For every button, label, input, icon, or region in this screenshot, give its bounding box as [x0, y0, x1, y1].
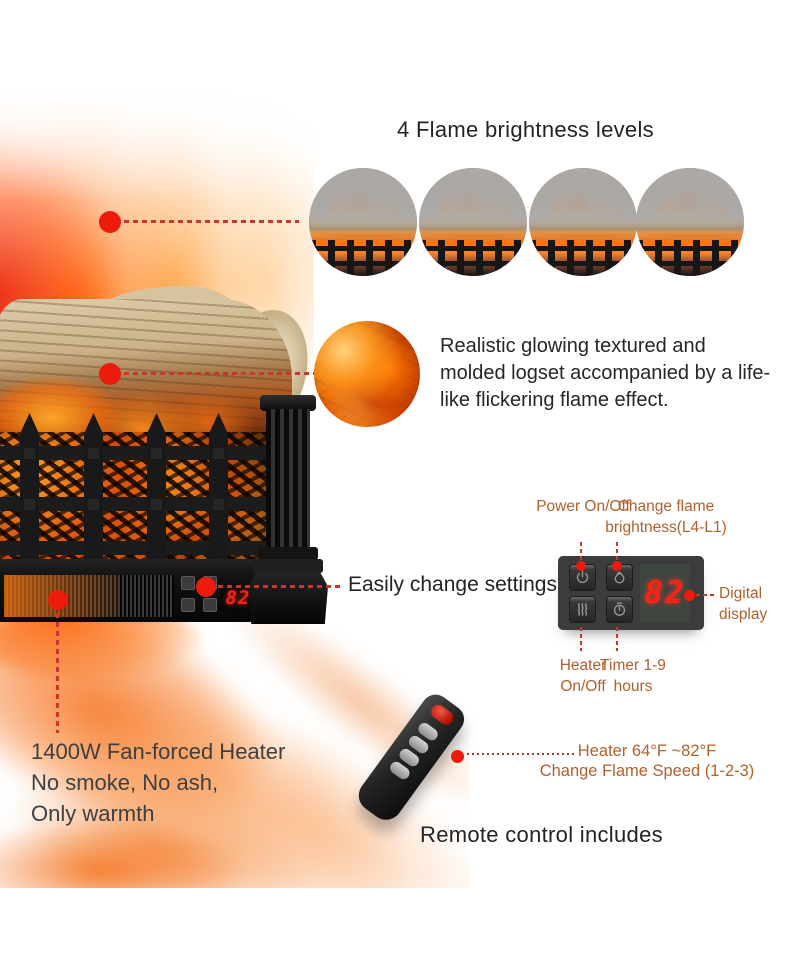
fence	[309, 240, 417, 276]
callout-dot-log	[99, 363, 121, 385]
grate-picket	[20, 413, 39, 561]
callout-line-settings	[218, 585, 344, 588]
grate-stud	[24, 448, 35, 459]
pedestal-foot	[248, 572, 328, 624]
label-display: Digital display	[719, 585, 768, 623]
led-value: 82	[225, 586, 251, 609]
fence	[529, 240, 637, 276]
diagram-line	[580, 542, 582, 562]
power-button	[181, 576, 195, 590]
power-icon	[576, 570, 589, 584]
fence	[636, 240, 744, 276]
diagram-line-display	[696, 594, 716, 596]
timer-button	[606, 596, 633, 623]
grate-stud	[24, 499, 35, 510]
timer-icon	[613, 602, 626, 616]
label-power: Power On/Off	[536, 498, 630, 515]
grate-stud	[213, 499, 224, 510]
logset-description: Realistic glowing textured and molded lo…	[440, 335, 771, 411]
log-body	[0, 299, 292, 451]
veil	[309, 168, 417, 242]
heater-button	[181, 598, 195, 612]
heater-feature-text: 1400W Fan-forced Heater No smoke, No ash…	[31, 736, 285, 829]
pedestal-cap	[260, 395, 316, 411]
callout-dot-settings	[196, 577, 216, 597]
grate-stud	[151, 448, 162, 459]
fence	[419, 240, 527, 276]
grate-rail	[0, 446, 268, 460]
grate-stud	[88, 499, 99, 510]
veil	[529, 168, 637, 242]
grate-picket	[209, 413, 228, 561]
flame-level-circle-l3	[419, 168, 527, 276]
flame-level-circle-l2	[529, 168, 637, 276]
heater-line-2: No smoke, No ash,	[31, 770, 219, 795]
heater-line-1: 1400W Fan-forced Heater	[31, 739, 286, 764]
remote-power-button	[428, 702, 456, 728]
label-timer: Timer 1-9 hours	[600, 657, 666, 695]
diagram-dot	[576, 561, 586, 571]
callout-dot-heater	[48, 590, 68, 610]
digital-display: 82	[640, 564, 690, 622]
heater-button	[569, 596, 596, 623]
callout-line-log	[124, 372, 314, 375]
led-value: 82	[644, 575, 686, 611]
ember-zoom-circle	[314, 321, 420, 427]
pedestal-foot	[258, 547, 318, 560]
diagram-dot-display	[684, 590, 695, 601]
remote-callout: Heater 64°F ~82°F Change Flame Speed (1-…	[538, 741, 756, 781]
heat-waves-icon	[577, 603, 588, 616]
grate-rail	[0, 541, 268, 555]
heater-line-3: Only warmth	[31, 801, 155, 826]
grate-picket	[147, 413, 166, 561]
brightness-title: 4 Flame brightness levels	[397, 117, 654, 142]
veil	[636, 168, 744, 242]
callout-dot-flame	[99, 211, 121, 233]
grate-rail	[0, 497, 268, 511]
control-panel-diagram: 82	[558, 556, 704, 630]
diagram-dot	[612, 561, 622, 571]
log-photo	[0, 280, 320, 463]
flame-icon	[614, 571, 625, 584]
label-heater: Heater On/Off	[559, 657, 607, 695]
flame-level-circle-l1	[636, 168, 744, 276]
callout-line-remote	[467, 753, 577, 755]
diagram-line	[616, 542, 618, 562]
remote-caption: Remote control includes	[420, 822, 663, 847]
flame-level-circle-l4	[309, 168, 417, 276]
pedestal-foot	[253, 559, 323, 573]
diagram-line	[580, 627, 582, 651]
grate-stud	[88, 448, 99, 459]
remote-callout-line-2: Change Flame Speed (1-2-3)	[539, 762, 755, 780]
callout-dot-remote	[451, 750, 464, 763]
label-brightness: Change flame brightness(L4-L1)	[605, 498, 727, 536]
remote-callout-line-1: Heater 64°F ~82°F	[577, 742, 717, 760]
diagram-line	[616, 627, 618, 651]
callout-line-heater	[56, 613, 59, 733]
callout-line-flame	[124, 220, 299, 223]
settings-callout: Easily change settings	[348, 573, 557, 596]
grate-picket	[84, 413, 103, 561]
timer-button	[203, 598, 217, 612]
veil	[419, 168, 527, 242]
grate-stud	[151, 499, 162, 510]
grate-stud	[213, 448, 224, 459]
pedestal-shaft	[266, 409, 310, 549]
